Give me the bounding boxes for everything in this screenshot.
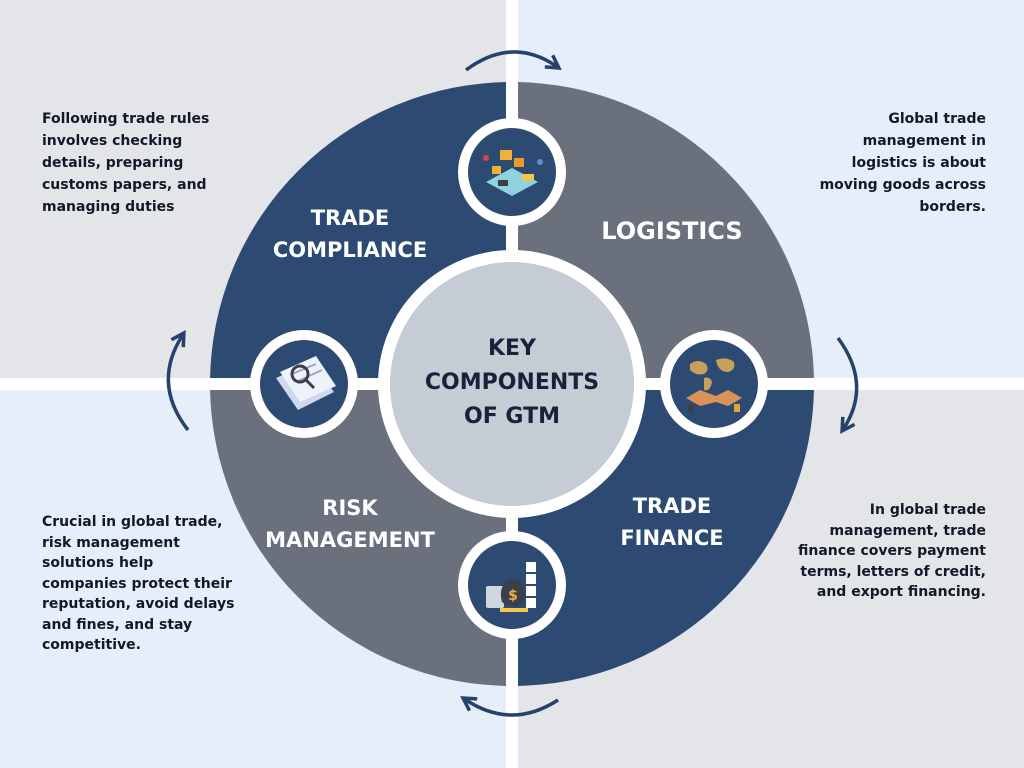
- svg-text:$: $: [508, 588, 518, 604]
- curved-arrow-top-icon: [464, 50, 562, 72]
- label-risk-management-line1: RISK: [322, 496, 378, 520]
- description-logistics: Global trade management in logistics is …: [819, 111, 986, 215]
- curved-arrow-left-icon: [166, 330, 190, 432]
- label-trade-compliance: TRADE COMPLIANCE: [250, 202, 450, 266]
- risk-money-bag-icon: $: [458, 531, 566, 639]
- label-trade-compliance-line2: COMPLIANCE: [272, 238, 428, 262]
- label-logistics: LOGISTICS: [601, 217, 743, 245]
- center-title-line3: OF GTM: [464, 404, 560, 429]
- description-trade-finance: In global trade management, trade financ…: [798, 502, 986, 600]
- center-title-line1: KEY: [487, 336, 536, 361]
- description-trade-compliance: Following trade rules involves checking …: [42, 111, 210, 215]
- label-risk-management: RISK MANAGEMENT: [250, 492, 450, 556]
- documents-magnifier-icon: [250, 330, 358, 438]
- label-trade-finance-line1: TRADE: [632, 494, 712, 518]
- label-trade-finance-line2: FINANCE: [620, 526, 724, 550]
- label-risk-management-line2: MANAGEMENT: [265, 528, 435, 552]
- cargo-logistics-icon: [458, 118, 566, 226]
- handshake-world-map-icon: [660, 330, 768, 438]
- center-title-line2: COMPONENTS: [424, 370, 600, 395]
- curved-arrow-bottom-icon: [460, 696, 559, 717]
- description-risk-management: Crucial in global trade, risk management…: [42, 514, 235, 653]
- label-trade-compliance-line1: TRADE: [310, 206, 390, 230]
- center-circle-fill: [390, 262, 634, 506]
- curved-arrow-right-icon: [836, 336, 859, 434]
- label-trade-finance: TRADE FINANCE: [572, 490, 772, 554]
- center-title: KEY COMPONENTS OF GTM: [398, 332, 626, 434]
